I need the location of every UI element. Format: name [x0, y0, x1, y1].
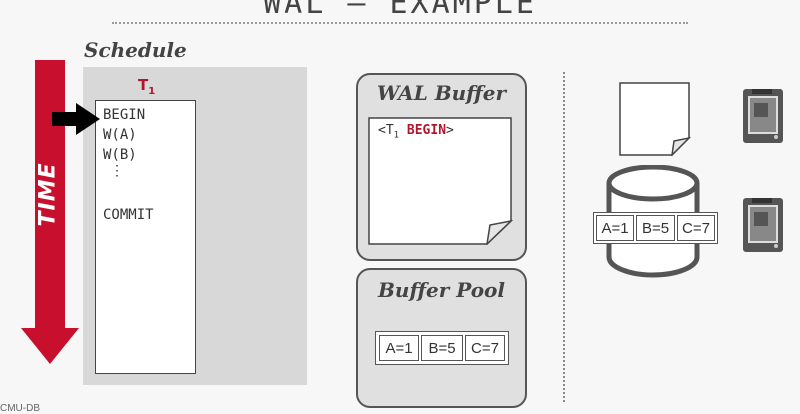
footer-text: CMU-DB [0, 403, 40, 414]
database-cell-b: B=5 [636, 215, 675, 241]
schedule-label: Schedule [84, 38, 187, 62]
op-begin: BEGIN [103, 107, 146, 123]
database-cell-a: A=1 [596, 215, 634, 241]
buffer-pool-cell-c: C=7 [465, 335, 505, 361]
memory-disk-divider [563, 72, 565, 402]
wal-log-entry: <T1 BEGIN> [378, 123, 454, 141]
slide-title: WAL – EXAMPLE [263, 0, 537, 21]
wal-page-icon [368, 117, 513, 245]
transaction-subscript: 1 [148, 86, 156, 97]
database-page: A=1 B=5 C=7 [593, 212, 718, 244]
wal-buffer-title: WAL Buffer [377, 81, 506, 105]
time-arrow [21, 60, 79, 364]
log-file-icon [619, 82, 691, 156]
disk-drive-icon [743, 198, 783, 252]
current-step-arrow-icon [52, 103, 100, 135]
buffer-pool-page: A=1 B=5 C=7 [375, 331, 509, 365]
transaction-label: T1 [138, 76, 155, 97]
op-ellipsis: ⋮ [110, 163, 124, 179]
transaction-name: T [138, 76, 149, 94]
wal-entry-txn-sub: 1 [393, 130, 400, 141]
buffer-pool-cell-b: B=5 [421, 335, 463, 361]
buffer-pool-cell-a: A=1 [379, 335, 419, 361]
database-cell-c: C=7 [677, 215, 715, 241]
time-label: TIME [35, 162, 61, 227]
wal-entry-txn: T [385, 123, 394, 138]
op-commit: COMMIT [103, 207, 154, 223]
transaction-box: BEGIN W(A) W(B) ⋮ COMMIT [95, 100, 196, 374]
title-divider [112, 22, 688, 24]
disk-drive-icon [743, 89, 783, 143]
op-write-b: W(B) [103, 147, 137, 163]
buffer-pool-title: Buffer Pool [378, 278, 505, 302]
op-write-a: W(A) [103, 127, 137, 143]
wal-entry-action: BEGIN [406, 123, 447, 138]
